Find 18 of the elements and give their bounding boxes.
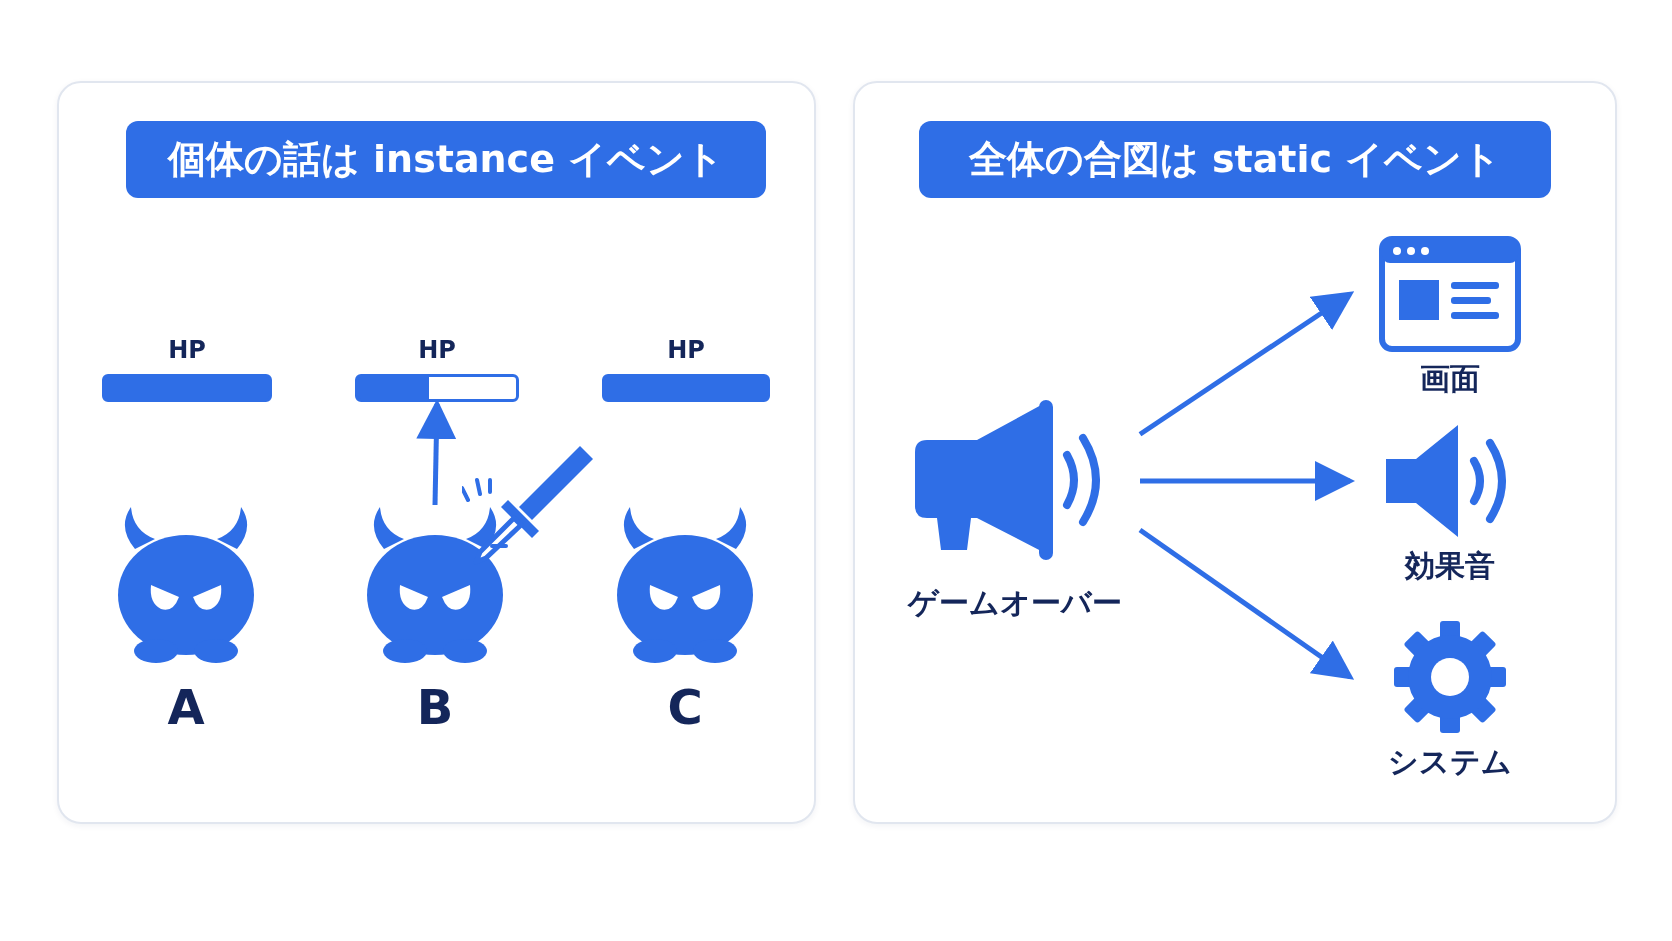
monster-label: B bbox=[416, 679, 454, 735]
panel-card bbox=[853, 81, 1617, 824]
title-banner: 全体の合図は static イベント bbox=[919, 121, 1551, 198]
panel-card bbox=[57, 81, 816, 824]
arrow bbox=[1140, 461, 1355, 501]
hp-label: HP bbox=[418, 336, 456, 364]
arrow bbox=[1138, 527, 1355, 680]
icon-caption: 効果音 bbox=[1405, 547, 1495, 585]
arrow bbox=[416, 399, 457, 506]
monster-label: C bbox=[667, 679, 703, 735]
icon-caption: ゲームオーバー bbox=[908, 584, 1122, 622]
monster-label: A bbox=[167, 679, 205, 735]
icon-caption: 画面 bbox=[1420, 360, 1480, 398]
title-banner: 個体の話は instance イベント bbox=[126, 121, 766, 198]
hp-label: HP bbox=[667, 336, 705, 364]
arrow bbox=[1138, 291, 1355, 437]
icon-caption: システム bbox=[1388, 743, 1512, 781]
hp-label: HP bbox=[168, 336, 206, 364]
